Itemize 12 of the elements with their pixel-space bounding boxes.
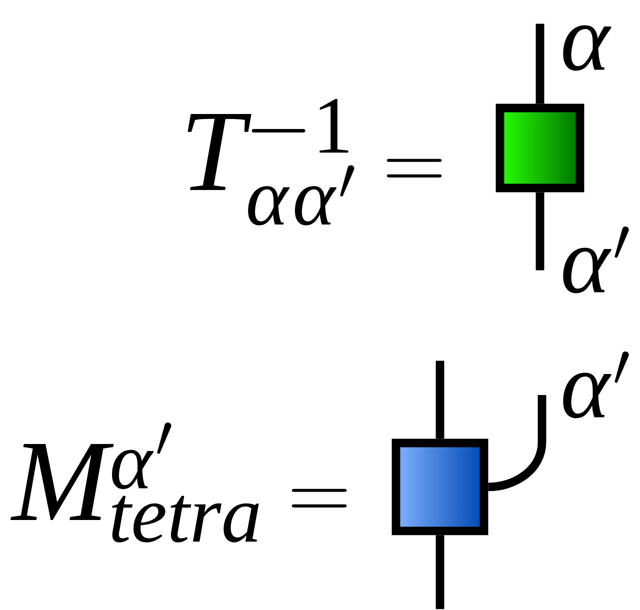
- tensor-box: [392, 438, 488, 536]
- formula-label: $\alpha$: [563, 25, 612, 71]
- tensor-leg: [436, 360, 444, 439]
- tensor-box: [496, 104, 584, 192]
- tensor-leg: [536, 192, 544, 270]
- formula-label: $\alpha'$: [563, 352, 629, 418]
- formula-label: $M^{\alpha'}_{tetra} =$: [10, 422, 347, 542]
- tensor-leg: [536, 24, 544, 104]
- formula-label: $T^{-1}_{\alpha\alpha'} =$: [188, 99, 442, 226]
- tensor-leg: [488, 395, 546, 492]
- formula-label: $\alpha'$: [563, 226, 629, 294]
- tensor-leg: [436, 535, 444, 610]
